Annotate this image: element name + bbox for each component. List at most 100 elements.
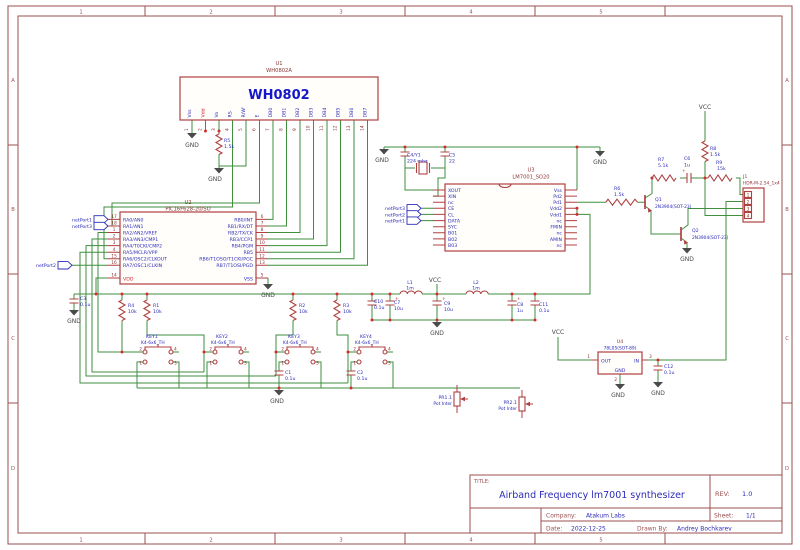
svg-text:Vdd2: Vdd2 [550, 206, 562, 212]
resistor-r2 [288, 299, 298, 321]
pot-pr1[interactable]: PR1.1 Pot Inter [433, 385, 468, 413]
vcc-symbols[interactable]: VCC VCC VCC [429, 104, 711, 336]
date-label: Date: [546, 526, 562, 533]
netport-flags-u3[interactable]: netPort3 netPort2 netPort1 [385, 204, 422, 225]
svg-text:SYC: SYC [448, 225, 458, 231]
svg-text:11: 11 [259, 247, 265, 253]
frame-row-label: C [785, 336, 789, 342]
gnd-label: GND [261, 292, 275, 299]
gnd-label: GND [185, 142, 199, 149]
transistor-q1[interactable]: Q1 2N3904(SOT-23) [644, 195, 692, 213]
svg-text:2: 2 [614, 377, 617, 383]
svg-text:RA5/MCLR/VPP: RA5/MCLR/VPP [123, 250, 158, 256]
svg-text:2N3904(SOT-23): 2N3904(SOT-23) [655, 204, 692, 210]
svg-text:2: 2 [747, 199, 750, 205]
svg-text:KEY2: KEY2 [216, 334, 228, 340]
drawn-by-label: Drawn By: [637, 526, 668, 533]
netport2-label: netPort2 [36, 263, 56, 269]
svg-text:L2: L2 [473, 280, 479, 286]
regulator-u4[interactable]: U4 78L05(SOT-89) OUT IN GND 1 3 2 [587, 339, 652, 383]
gnd-label: GND [208, 176, 222, 183]
svg-text:CE: CE [448, 206, 454, 212]
title-block: TITLE: Airband Frequency lm7001 synthesi… [469, 474, 783, 534]
frame-col-label: 4 [469, 10, 473, 16]
vcc-label: VCC [552, 329, 564, 336]
svg-text:nc: nc [556, 220, 562, 225]
svg-text:13: 13 [346, 125, 352, 131]
svg-text:R9: R9 [716, 160, 722, 166]
svg-text:0.1u: 0.1u [80, 302, 90, 308]
schematic-title: Airband Frequency lm7001 synthesizer [499, 490, 685, 501]
transistor-q2[interactable]: Q2 2N3904(SOT-23) [680, 227, 729, 245]
svg-text:15: 15 [111, 253, 117, 259]
crystal-y1[interactable]: C4/Y1 224 mhz C5 22 [400, 151, 456, 175]
svg-text:6: 6 [252, 128, 258, 131]
pll-u3[interactable]: U3 LM7001_SO20 XOUT XIN nc CE CL DATA SY… [444, 168, 566, 252]
c5-value: 22 [449, 159, 455, 165]
svg-text:Pot Inter: Pot Inter [433, 401, 452, 407]
svg-text:+: + [395, 296, 399, 302]
resistor-r5 [214, 133, 224, 155]
frame-row-label: D [11, 466, 15, 472]
svg-text:12: 12 [333, 125, 339, 131]
u1-pin-numbers: 1 2 3 4 5 6 7 8 9 10 11 12 13 14 [184, 125, 366, 131]
svg-text:4: 4 [225, 128, 231, 131]
connector-j1[interactable]: J1 HDR-M-2.54_1x4 1 2 3 4 [742, 174, 780, 223]
svg-text:PR1.1: PR1.1 [438, 395, 452, 401]
svg-text:R7: R7 [658, 157, 664, 163]
u3-right-pins: Vss Pd2 Pd1 Vdd2 Vdd1 nc FMIN nc AMIN nc [550, 188, 563, 249]
vcc-label: VCC [699, 104, 711, 111]
svg-text:AMIN: AMIN [550, 237, 563, 243]
svg-text:2: 2 [113, 234, 116, 240]
svg-text:E: E [255, 115, 261, 118]
svg-text:KEY1: KEY1 [146, 334, 158, 340]
frame-col-label: 3 [339, 10, 342, 16]
svg-text:R3: R3 [343, 303, 349, 309]
netport-flags-u2[interactable]: netPort1 netPort3 netPort2 [36, 215, 109, 270]
pin-stubs [108, 189, 648, 361]
svg-text:Vss: Vss [187, 109, 193, 118]
sheet-label: Sheet: [714, 513, 733, 520]
svg-text:2N3904(SOT-23): 2N3904(SOT-23) [692, 235, 729, 241]
capacitor-c7 [385, 300, 395, 306]
company-value: Atakum Labs [586, 513, 625, 520]
svg-text:2: 2 [139, 347, 142, 353]
lcd-display-u1[interactable]: U1 WH0802A WH0802 Vss Vdd Vo RS R/W' E D… [179, 61, 379, 131]
svg-text:3: 3 [649, 354, 652, 360]
svg-text:0.1u: 0.1u [664, 370, 674, 376]
inductor-l2 [465, 290, 489, 295]
junction-dots [94, 129, 707, 390]
ground-symbols[interactable]: GND GND GND GND GND GND GND GND GND GND … [67, 133, 694, 405]
svg-text:2: 2 [353, 347, 356, 353]
wires[interactable] [72, 111, 743, 390]
pot-pr2[interactable]: PR2.1 Pot Inter [498, 390, 533, 418]
svg-text:K4-6x6_TH: K4-6x6_TH [355, 340, 379, 346]
svg-text:FMIN: FMIN [550, 225, 562, 231]
key-buttons[interactable]: 2 1 4 3 KEY1 K4-6x6_TH 2 1 4 3 KEY2 K4-6… [139, 334, 391, 367]
svg-text:1u: 1u [517, 308, 523, 314]
svg-text:PR2.1: PR2.1 [503, 400, 517, 406]
svg-text:0.1u: 0.1u [285, 376, 295, 382]
u2-part: PIC16F628-20/SO [165, 207, 210, 213]
svg-text:Pd1: Pd1 [553, 200, 562, 206]
svg-text:0.1u: 0.1u [539, 308, 549, 314]
svg-text:15k: 15k [717, 166, 726, 172]
svg-text:K4-6x6_TH: K4-6x6_TH [283, 340, 307, 346]
svg-text:14: 14 [111, 273, 117, 279]
capacitor-c2 [346, 370, 356, 376]
svg-text:Pd2: Pd2 [553, 194, 562, 200]
frame-row-label: C [11, 336, 15, 342]
sheet-frame: 1 2 3 4 5 1 2 3 4 5 A B C D A B C D [7, 5, 793, 545]
svg-text:OUT: OUT [601, 359, 611, 365]
svg-text:1: 1 [587, 354, 590, 360]
svg-text:8: 8 [279, 128, 285, 131]
svg-text:1.5k: 1.5k [614, 192, 624, 198]
svg-text:RB0/INT: RB0/INT [234, 217, 253, 223]
svg-text:1.5k: 1.5k [710, 152, 720, 158]
key2: 2 1 4 3 KEY2 K4-6x6_TH [209, 334, 247, 367]
